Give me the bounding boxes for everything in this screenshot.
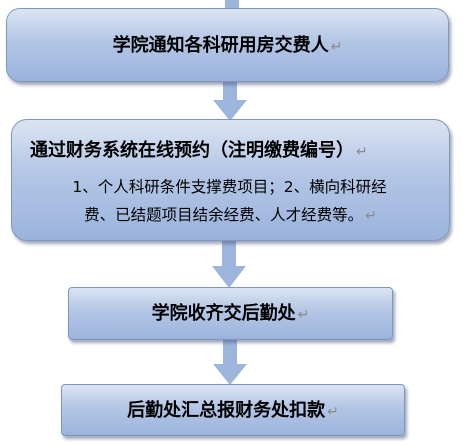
step-2-detail-1-text: 1、个人科研条件支撑费项目；2、横向科研经 [72, 178, 387, 196]
step-2-text: 通过财务系统在线预约（注明缴费编号） [30, 140, 354, 161]
step-2-box: 通过财务系统在线预约（注明缴费编号）↵ 1、个人科研条件支撑费项目；2、横向科研… [11, 119, 450, 241]
paragraph-mark-icon: ↵ [365, 208, 377, 224]
step-3-text: 学院收齐交后勤处 [151, 303, 296, 324]
step-2-detail-line-2: 费、已结题项目结余经费、人才经费等。↵ [12, 204, 449, 227]
paragraph-mark-icon: ↵ [327, 404, 339, 420]
paragraph-mark-icon: ↵ [330, 39, 343, 55]
step-4-text: 后勤处汇总报财务处扣款 [127, 400, 326, 421]
step-3-label: 学院收齐交后勤处↵ [69, 303, 392, 326]
arrow-down-3 [213, 338, 247, 385]
step-2-detail-2-text: 费、已结题项目结余经费、人才经费等。 [84, 206, 364, 224]
arrow-down-1 [213, 80, 247, 121]
step-4-label: 后勤处汇总报财务处扣款↵ [62, 400, 404, 423]
paragraph-mark-icon: ↵ [297, 307, 310, 323]
step-2-label: 通过财务系统在线预约（注明缴费编号）↵ [30, 140, 368, 163]
step-1-label: 学院通知各科研用房交费人↵ [7, 35, 448, 58]
paragraph-mark-icon: ↵ [356, 144, 368, 160]
step-3-box: 学院收齐交后勤处↵ [68, 287, 393, 340]
arrow-down-2 [212, 240, 246, 288]
top-edge-arrow-stub [225, 0, 239, 9]
step-1-box: 学院通知各科研用房交费人↵ [6, 8, 449, 82]
step-4-box: 后勤处汇总报财务处扣款↵ [61, 384, 405, 436]
step-2-detail-line-1: 1、个人科研条件支撑费项目；2、横向科研经 [12, 176, 449, 199]
step-1-text: 学院通知各科研用房交费人 [112, 35, 329, 56]
